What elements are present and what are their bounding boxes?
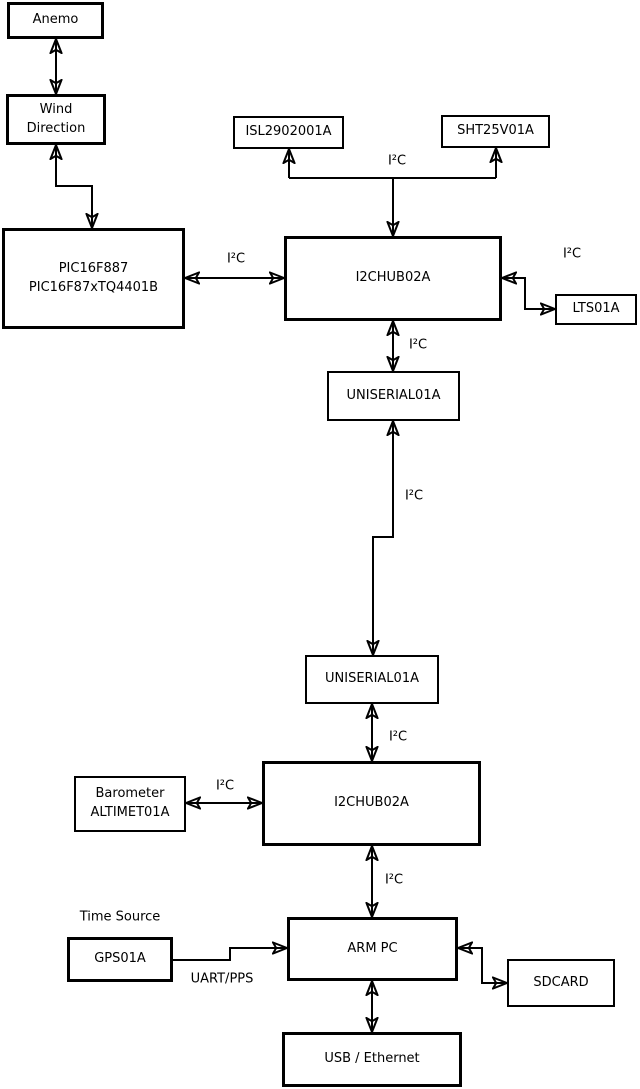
node-isl2902001a: ISL2902001A xyxy=(233,116,344,149)
node-uniserial01a-2: UNISERIAL01A xyxy=(305,655,439,704)
node-uniserial01a-1: UNISERIAL01A xyxy=(327,371,460,421)
edge-label-i2c-hub1-uniserial1: I²C xyxy=(408,337,428,353)
node-pic16f887: PIC16F887 PIC16F87xTQ4401B xyxy=(2,228,185,329)
node-anemo: Anemo xyxy=(7,2,104,39)
edge-label-i2c-pic-hub1: I²C xyxy=(226,251,246,267)
annotation-time-source: Time Source xyxy=(79,909,161,925)
edge-label-i2c-uniserial2-hub2: I²C xyxy=(388,729,408,745)
node-sdcard: SDCARD xyxy=(507,959,615,1007)
node-i2chub02a-1: I2CHUB02A xyxy=(284,236,502,321)
node-wind-direction: Wind Direction xyxy=(6,94,106,145)
node-sht25v01a: SHT25V01A xyxy=(441,115,550,148)
edge-label-i2c-hub1-lts: I²C xyxy=(562,246,582,262)
connector-gps-armpc xyxy=(173,948,287,961)
edge-label-i2c-barometer-hub2: I²C xyxy=(215,778,235,794)
node-lts01a: LTS01A xyxy=(555,294,637,325)
edge-label-i2c-hub2-armpc: I²C xyxy=(384,872,404,888)
node-i2chub02a-2: I2CHUB02A xyxy=(262,761,481,846)
connector-hub1-lts xyxy=(502,278,555,309)
node-usb-ethernet: USB / Ethernet xyxy=(282,1032,462,1087)
edge-label-i2c-sensor-bus: I²C xyxy=(387,153,407,169)
node-barometer-altimet01a: Barometer ALTIMET01A xyxy=(74,776,186,832)
connector-wind-pic xyxy=(56,145,92,228)
edge-label-i2c-uniserial-link: I²C xyxy=(404,488,424,504)
node-gps01a: GPS01A xyxy=(67,937,173,982)
connector-uniserial1-uniserial2 xyxy=(373,421,393,655)
edge-label-uart-pps: UART/PPS xyxy=(190,971,254,987)
node-arm-pc: ARM PC xyxy=(287,917,458,981)
connector-armpc-sdcard xyxy=(458,948,507,983)
